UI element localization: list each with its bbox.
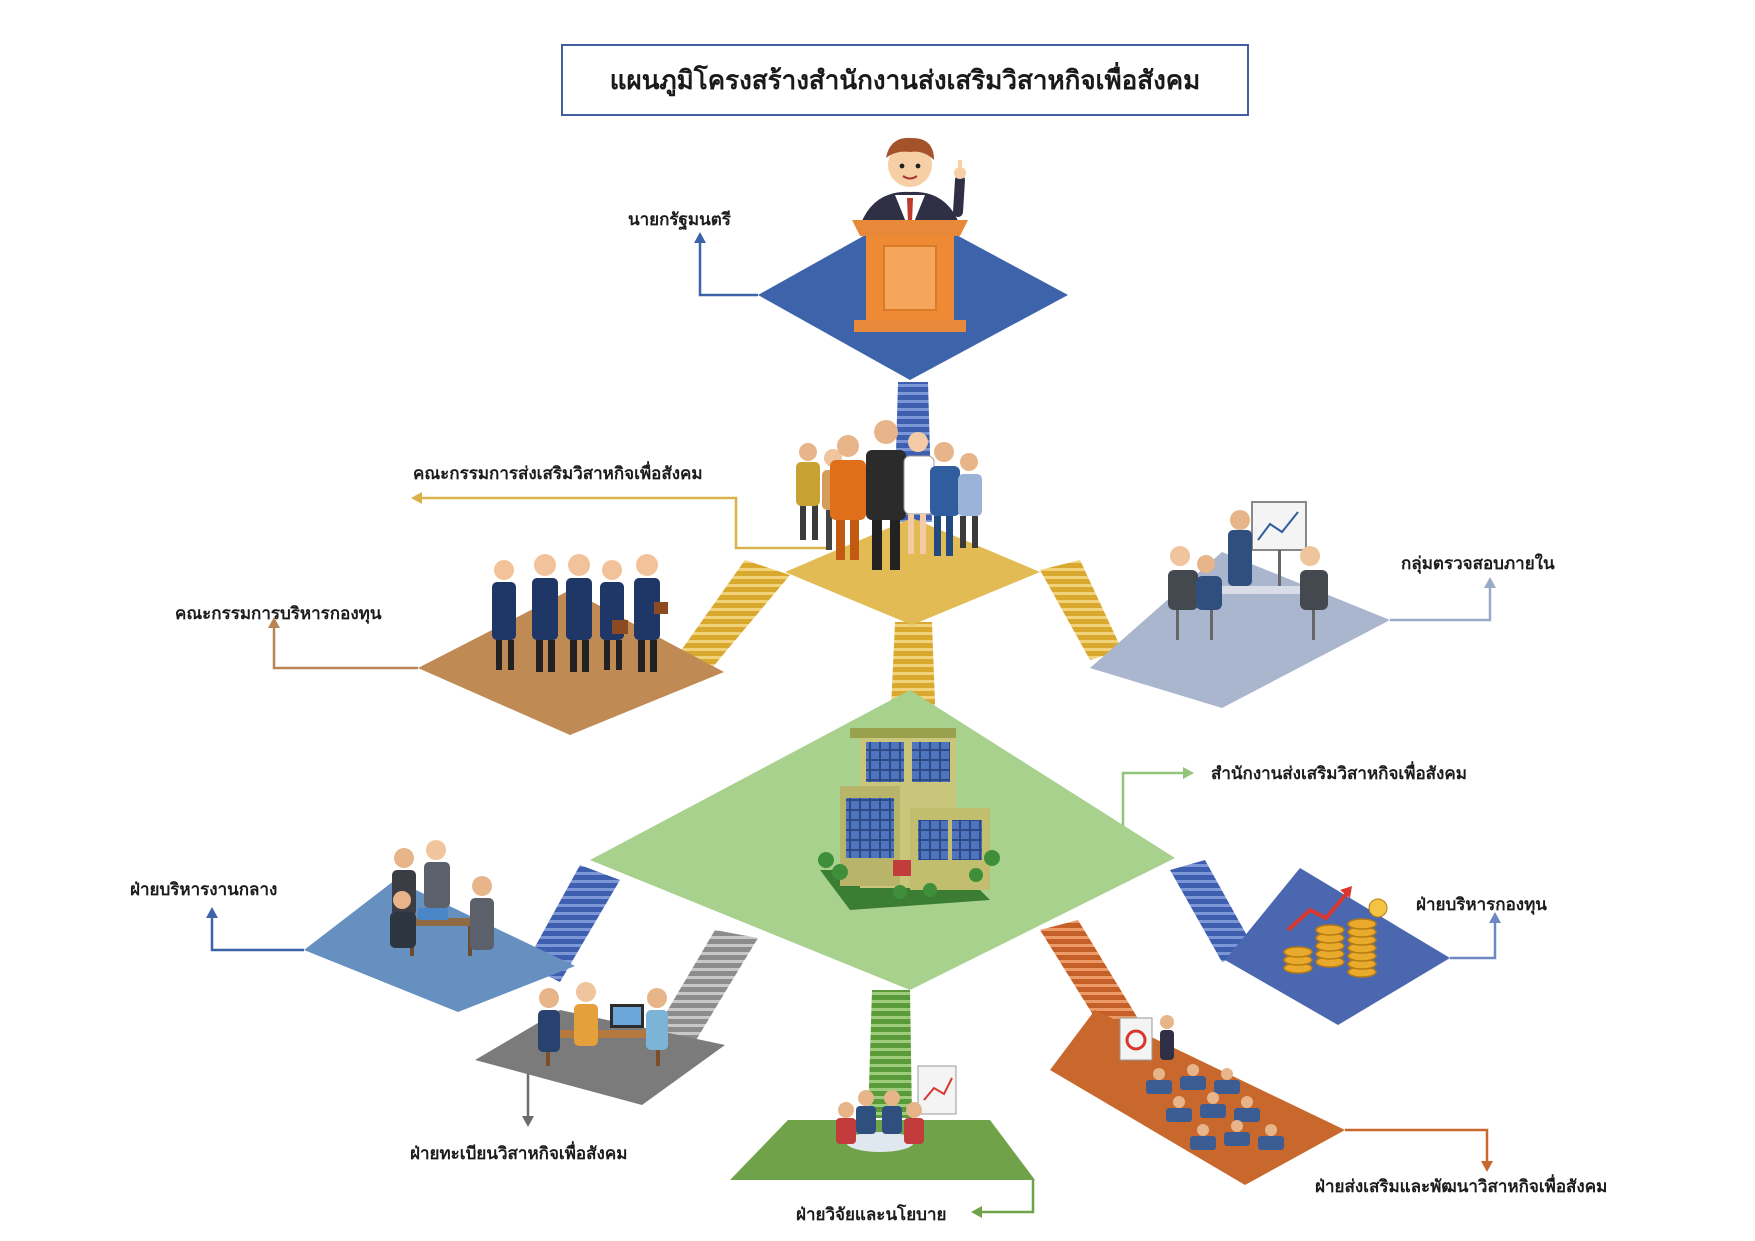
label-central-admin: ฝ่ายบริหารงานกลาง (130, 880, 278, 900)
platform-board-promotion (785, 518, 1040, 625)
connector-fund-admin (1450, 920, 1497, 960)
label-internal-audit: กลุ่มตรวจสอบภายใน (1401, 554, 1555, 574)
stairs-office-to-research (868, 990, 912, 1118)
label-board-promotion: คณะกรรมการส่งเสริมวิสาหกิจเพื่อสังคม (413, 464, 703, 484)
arrowhead-research (971, 1206, 982, 1218)
fund-board-group-illustration (492, 554, 668, 672)
stairs-office-to-promotion (1040, 920, 1145, 1042)
connector-board-fund (272, 625, 418, 670)
arrowhead-fund-admin (1489, 912, 1501, 923)
platform-promotion-dev (1050, 1010, 1345, 1185)
fund-admin-illustration (1283, 886, 1388, 978)
research-illustration (836, 1065, 957, 1152)
stairs-office-to-registration (650, 930, 758, 1050)
label-registration: ฝ่ายทะเบียนวิสาหกิจเพื่อสังคม (410, 1144, 628, 1164)
connector-promotion-dev (1345, 1128, 1489, 1163)
label-promotion-dev: ฝ่ายส่งเสริมและพัฒนาวิสาหกิจเพื่อสังคม (1315, 1177, 1608, 1197)
connector-office (1121, 771, 1185, 835)
connector-research (980, 1180, 1035, 1214)
platform-central-admin (304, 880, 575, 1012)
connector-internal-audit (1390, 585, 1492, 622)
page-title: แผนภูมิโครงสร้างสำนักงานส่งเสริมวิสาหกิจ… (609, 65, 1201, 96)
connector-minister (698, 240, 758, 297)
arrowhead-board-promotion (411, 492, 422, 504)
title-box: แผนภูมิโครงสร้างสำนักงานส่งเสริมวิสาหกิจ… (561, 44, 1249, 116)
arrowhead-internal-audit (1484, 577, 1496, 588)
arrowhead-minister (694, 232, 706, 243)
label-minister: นายกรัฐมนตรี (628, 210, 731, 230)
registration-illustration (538, 982, 668, 1066)
stairs-office-to-central (525, 865, 620, 982)
label-office: สำนักงานส่งเสริมวิสาหกิจเพื่อสังคม (1211, 764, 1467, 784)
arrowhead-board-fund (268, 617, 280, 628)
connector-board-promotion (420, 496, 830, 550)
seminar-illustration (1119, 1015, 1284, 1150)
arrowhead-promotion-dev (1481, 1161, 1493, 1172)
arrowhead-office (1183, 767, 1194, 779)
connector-central-admin (210, 915, 304, 952)
stairs-office-to-fund-admin (1170, 860, 1255, 962)
stairs-board-to-audit (1040, 560, 1122, 660)
office-building-illustration (818, 728, 1000, 910)
stairs-board-to-fund-board (680, 560, 790, 668)
arrowhead-registration (522, 1116, 534, 1127)
arrowhead-central-admin (206, 907, 218, 918)
label-board-fund: คณะกรรมการบริหารกองทุน (175, 604, 382, 624)
label-fund-admin: ฝ่ายบริหารกองทุน (1416, 895, 1547, 915)
central-admin-illustration (390, 840, 494, 956)
speaker-illustration (852, 137, 968, 332)
audit-meeting-illustration (1168, 501, 1328, 640)
committee-group-illustration (796, 420, 982, 570)
label-research: ฝ่ายวิจัยและนโยบาย (796, 1205, 947, 1225)
